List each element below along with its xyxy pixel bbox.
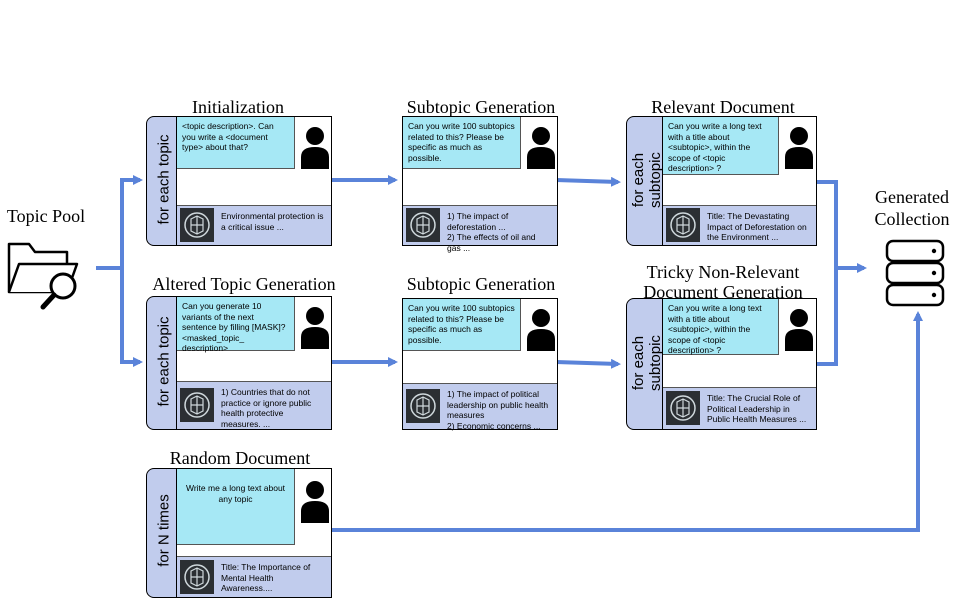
- user-icon: [527, 127, 555, 169]
- arrow-to-altered: [120, 268, 143, 367]
- user-icon: [785, 127, 813, 169]
- arrow-random-to-db: [330, 311, 923, 532]
- relevant-side-label: for each subtopic: [630, 142, 664, 218]
- ai-chip-icon: [406, 389, 440, 423]
- subtopic1-prompt: Can you write 100 subtopics related to t…: [403, 117, 521, 169]
- user-icon: [301, 481, 329, 523]
- ai-chip-icon: [180, 388, 214, 422]
- random-card: Write me a long text about any topic Tit…: [176, 468, 332, 598]
- subtopic1-card: Can you write 100 subtopics related to t…: [402, 116, 558, 253]
- ai-chip-icon: [666, 208, 700, 242]
- ai-chip-icon: [180, 560, 214, 594]
- tricky-title-line2: Document Generation: [643, 282, 803, 302]
- initialization-card: <topic description>. Can you write a <do…: [176, 116, 332, 246]
- random-title: Random Document: [169, 448, 311, 468]
- arrow-subtopic-to-relevant: [555, 176, 621, 187]
- tricky-side-line1: for each: [630, 335, 647, 391]
- folder-search-icon: [7, 242, 79, 310]
- database-icon: [885, 239, 945, 307]
- ai-chip-icon: [666, 391, 700, 425]
- random-side-label: for N times: [155, 494, 173, 567]
- arrow-to-initialization: [120, 175, 143, 268]
- tricky-side-label: for each subtopic: [630, 325, 664, 401]
- altered-card: Can you generate 10 variants of the next…: [176, 296, 332, 430]
- user-icon: [301, 307, 329, 349]
- user-icon: [527, 309, 555, 351]
- initialization-side-label: for each topic: [155, 134, 173, 225]
- generated-collection-line1: Generated: [875, 187, 949, 207]
- topic-pool-label: Topic Pool: [6, 206, 86, 226]
- relevant-prompt: Can you write a long text with a title a…: [663, 117, 779, 175]
- subtopic2-card: Can you write 100 subtopics related to t…: [402, 298, 558, 431]
- arrow-subtopic-to-tricky: [555, 358, 621, 369]
- altered-side-label: for each topic: [155, 316, 173, 407]
- arrow-relevant-out: [815, 180, 838, 268]
- subtopic2-title: Subtopic Generation: [406, 274, 556, 294]
- ai-chip-icon: [406, 208, 440, 242]
- arrow-tricky-out: [815, 268, 838, 366]
- user-icon: [785, 309, 813, 351]
- random-prompt: Write me a long text about any topic: [177, 469, 295, 545]
- relevant-title: Relevant Document: [651, 97, 795, 117]
- tricky-title: Tricky Non-Relevant Document Generation: [632, 262, 814, 302]
- relevant-card: Can you write a long text with a title a…: [662, 116, 817, 246]
- subtopic1-title: Subtopic Generation: [406, 97, 556, 117]
- tricky-card: Can you write a long text with a title a…: [662, 298, 817, 430]
- initialization-prompt: <topic description>. Can you write a <do…: [177, 117, 295, 169]
- tricky-title-line1: Tricky Non-Relevant: [646, 262, 800, 282]
- ai-chip-icon: [180, 208, 214, 242]
- tricky-prompt: Can you write a long text with a title a…: [663, 299, 779, 355]
- altered-prompt: Can you generate 10 variants of the next…: [177, 297, 295, 353]
- generated-collection-line2: Collection: [874, 209, 950, 229]
- generated-collection-label: Generated Collection: [866, 186, 958, 230]
- user-icon: [301, 127, 329, 169]
- altered-title: Altered Topic Generation: [152, 274, 336, 294]
- relevant-side-line1: for each: [630, 152, 647, 208]
- subtopic2-prompt: Can you write 100 subtopics related to t…: [403, 299, 521, 351]
- initialization-title: Initialization: [192, 97, 284, 117]
